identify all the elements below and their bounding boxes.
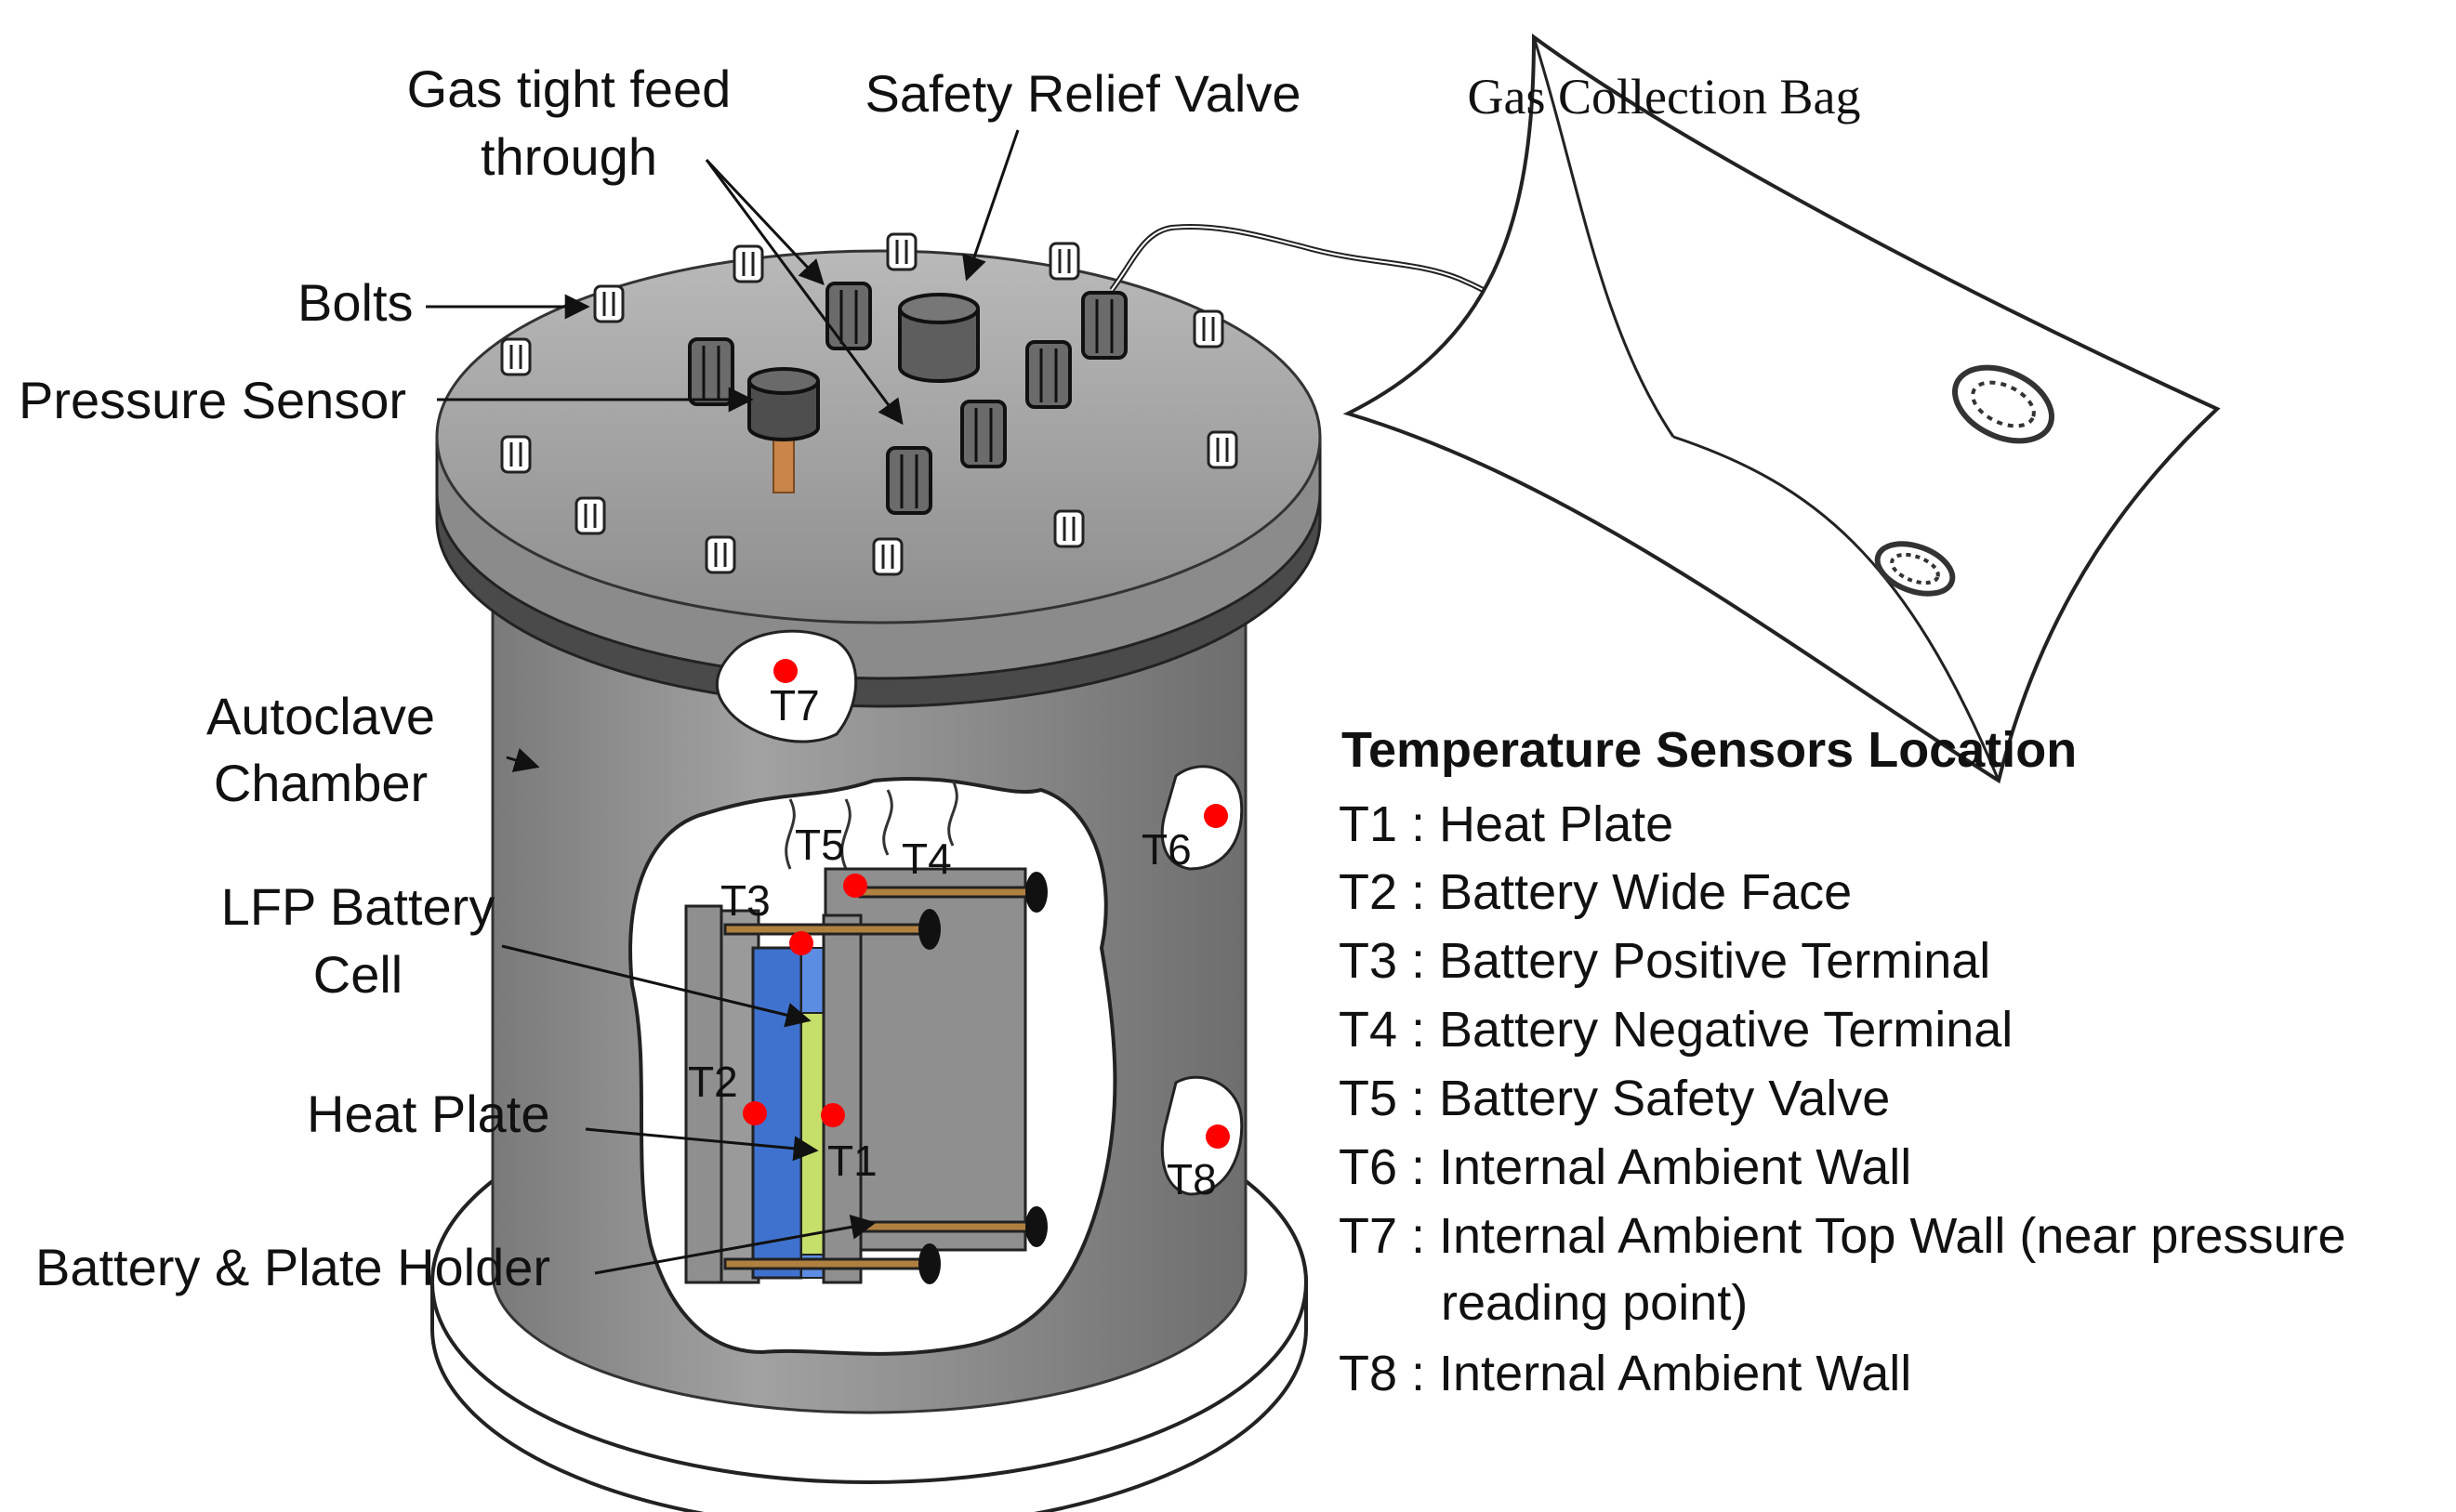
bolt-icon xyxy=(1053,509,1085,548)
label-lfp-line2: Cell xyxy=(313,945,403,1004)
bolt-icon xyxy=(500,337,532,376)
gas-feedthroughs xyxy=(688,282,1128,515)
legend-title: Temperature Sensors Location xyxy=(1341,722,2077,778)
leader-lines xyxy=(426,129,1020,1275)
feedthrough-icon xyxy=(960,400,1007,468)
label-holder: Battery & Plate Holder xyxy=(35,1238,550,1296)
legend-item: T5 : Battery Safety Valve xyxy=(1339,1071,1890,1126)
bolt-icon xyxy=(705,535,736,574)
sensor-dots xyxy=(743,659,1230,1149)
legend-item: T8 : Internal Ambient Wall xyxy=(1339,1346,1911,1401)
label-gas-collection-bag: Gas Collection Bag xyxy=(1468,69,1861,125)
bolt-icon xyxy=(500,435,532,474)
battery-holder xyxy=(684,867,1048,1284)
bolt-icon xyxy=(886,232,918,271)
bolt-icon xyxy=(1193,309,1224,348)
bolt-icon xyxy=(1049,242,1080,281)
label-pressure-sensor: Pressure Sensor xyxy=(19,371,406,429)
bag-port-icon xyxy=(1874,541,1956,597)
label-autoclave-line2: Chamber xyxy=(214,754,428,812)
label-gas-tight-feed-line2: through xyxy=(481,127,657,186)
sensor-patch-t6 xyxy=(1160,765,1244,871)
legend-item: reading point) xyxy=(1441,1275,1748,1331)
sensor-tags: T7 T6 T8 T5 T4 T3 T2 T1 xyxy=(688,681,1217,1203)
feedthrough-icon xyxy=(1025,340,1072,409)
label-bolts: Bolts xyxy=(297,273,414,332)
feedthrough-icon xyxy=(886,446,932,515)
tag-t5: T5 xyxy=(795,821,845,869)
legend-item: T6 : Internal Ambient Wall xyxy=(1339,1139,1911,1195)
sensor-patch-t7 xyxy=(715,629,858,743)
sensor-patch-t8 xyxy=(1160,1075,1244,1196)
label-heat-plate: Heat Plate xyxy=(307,1085,550,1143)
vapour-lines xyxy=(785,780,958,870)
sensor-dot-t7 xyxy=(773,659,798,683)
legend-item: T4 : Battery Negative Terminal xyxy=(1339,1002,2013,1058)
sensor-dot-t3 xyxy=(789,931,813,955)
sensor-dot-t1 xyxy=(821,1103,845,1127)
gas-collection-bag xyxy=(1342,33,2221,784)
bolt-icon xyxy=(872,537,904,576)
bolt-icon xyxy=(1207,430,1238,469)
temperature-legend: Temperature Sensors Location T1 : Heat P… xyxy=(1339,722,2346,1401)
pressure-sensor-icon xyxy=(747,367,820,493)
legend-item: T3 : Battery Positive Terminal xyxy=(1339,933,1990,989)
tag-t8: T8 xyxy=(1167,1155,1217,1203)
feedthrough-icon xyxy=(825,282,872,350)
bolt-icon xyxy=(574,496,606,535)
feedthrough-icon xyxy=(688,337,734,406)
bolt-head-icon xyxy=(918,1243,941,1284)
label-autoclave-line1: Autoclave xyxy=(206,687,435,745)
bolt-head-icon xyxy=(918,909,941,950)
diagram-labels: Gas tight feed through Safety Relief Val… xyxy=(19,59,1860,1296)
legend-item: T2 : Battery Wide Face xyxy=(1339,864,1852,920)
chamber-lid xyxy=(435,249,1322,708)
bolt-head-icon xyxy=(1025,872,1048,913)
sensor-dot-t5 xyxy=(843,874,867,898)
legend-item: T1 : Heat Plate xyxy=(1339,796,1673,852)
tag-t4: T4 xyxy=(902,835,952,883)
label-gas-tight-feed-line1: Gas tight feed xyxy=(407,59,732,118)
bolt-icon xyxy=(733,244,764,283)
tag-t7: T7 xyxy=(770,681,820,730)
feedthrough-icon xyxy=(1081,291,1128,360)
label-lfp-line1: LFP Battery xyxy=(221,877,495,936)
sensor-dot-t6 xyxy=(1204,804,1228,828)
safety-relief-valve-icon xyxy=(898,293,980,383)
sensor-dot-t2 xyxy=(743,1101,767,1125)
tag-t2: T2 xyxy=(688,1058,738,1106)
label-safety-relief-valve: Safety Relief Valve xyxy=(865,64,1301,123)
legend-item: T7 : Internal Ambient Top Wall (near pre… xyxy=(1339,1208,2346,1264)
tag-t1: T1 xyxy=(827,1137,878,1185)
heat-plate xyxy=(800,1012,825,1256)
bolt-icon xyxy=(593,284,625,323)
lid-bolts xyxy=(500,232,1238,576)
tag-t3: T3 xyxy=(720,876,771,925)
tag-t6: T6 xyxy=(1142,825,1192,874)
bag-port-icon xyxy=(1952,364,2054,444)
sensor-dot-t8 xyxy=(1206,1124,1230,1149)
bolt-head-icon xyxy=(1025,1206,1048,1247)
